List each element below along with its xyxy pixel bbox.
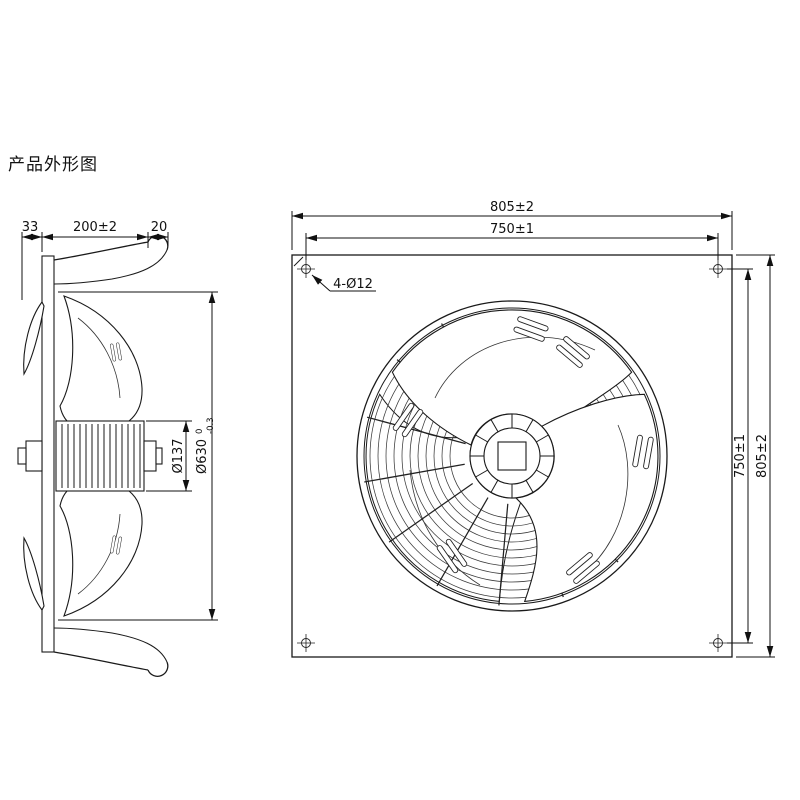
front-dim-right: 750±1 805±2 xyxy=(727,254,775,658)
side-dim-motor-diameter: Ø137 xyxy=(146,420,192,492)
side-plate xyxy=(41,255,55,653)
side-bellmouth-bottom xyxy=(53,627,169,677)
impeller-tol-lower: -0.3 xyxy=(206,417,216,434)
dim-impeller-diameter-label: Ø630 xyxy=(195,439,210,474)
side-bellmouth-top xyxy=(53,235,169,285)
dim-overhang-label: 33 xyxy=(22,220,39,235)
hub-square-bore xyxy=(497,441,527,471)
holes-callout: 4-Ø12 xyxy=(311,274,376,292)
front-dim-top: 805±2 750±1 xyxy=(291,200,733,260)
bezel-inner-circle xyxy=(363,307,661,605)
side-impeller-blades xyxy=(23,295,143,617)
side-view: 33 200±2 20 Ø137 Ø630 0 xyxy=(17,220,218,677)
dim-hole-span-height-label: 750±1 xyxy=(733,434,748,478)
dim-outer-width-label: 805±2 xyxy=(490,200,534,215)
corner-chamfer-mark xyxy=(293,256,304,267)
motor-fins xyxy=(61,424,141,488)
impeller-tol-upper: 0 xyxy=(195,429,205,434)
hub-clamp-ticks xyxy=(470,414,554,498)
fan-hub xyxy=(469,413,555,499)
front-plate xyxy=(291,254,733,658)
dim-outer-height-label: 805±2 xyxy=(755,434,770,478)
dim-flange-label: 20 xyxy=(151,220,168,235)
page-title: 产品外形图 xyxy=(8,155,98,175)
side-motor xyxy=(55,420,163,492)
holes-label: 4-Ø12 xyxy=(333,277,373,292)
side-dim-impeller-diameter: Ø630 0 -0.3 xyxy=(58,291,218,621)
dim-hole-span-width-label: 750±1 xyxy=(490,222,534,237)
dim-motor-diameter-label: Ø137 xyxy=(171,438,186,473)
side-impeller-hub xyxy=(17,440,43,472)
front-view: 4-Ø12 xyxy=(291,200,775,658)
bezel-outer-circle xyxy=(356,300,668,612)
dim-depth-label: 200±2 xyxy=(73,220,117,235)
side-dim-top: 33 200±2 20 xyxy=(21,220,169,300)
